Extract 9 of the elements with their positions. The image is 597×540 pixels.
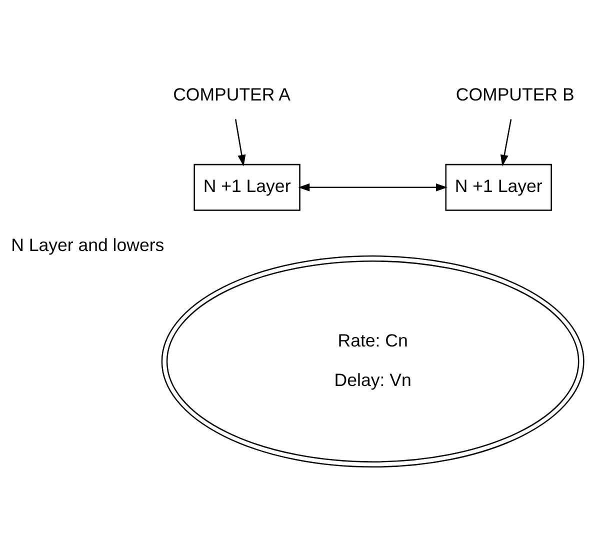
node-text: COMPUTER B xyxy=(456,84,574,105)
arrow xyxy=(234,119,246,166)
arrow xyxy=(500,119,512,166)
node-box: N +1 Layer xyxy=(445,164,552,211)
node-ellipse: Rate: Cn Delay: Vn xyxy=(161,255,584,468)
arrow xyxy=(298,183,448,192)
node-box: N +1 Layer xyxy=(194,164,300,211)
node-text: COMPUTER A xyxy=(173,84,291,105)
node-label: N Layer and lowers xyxy=(11,235,164,256)
